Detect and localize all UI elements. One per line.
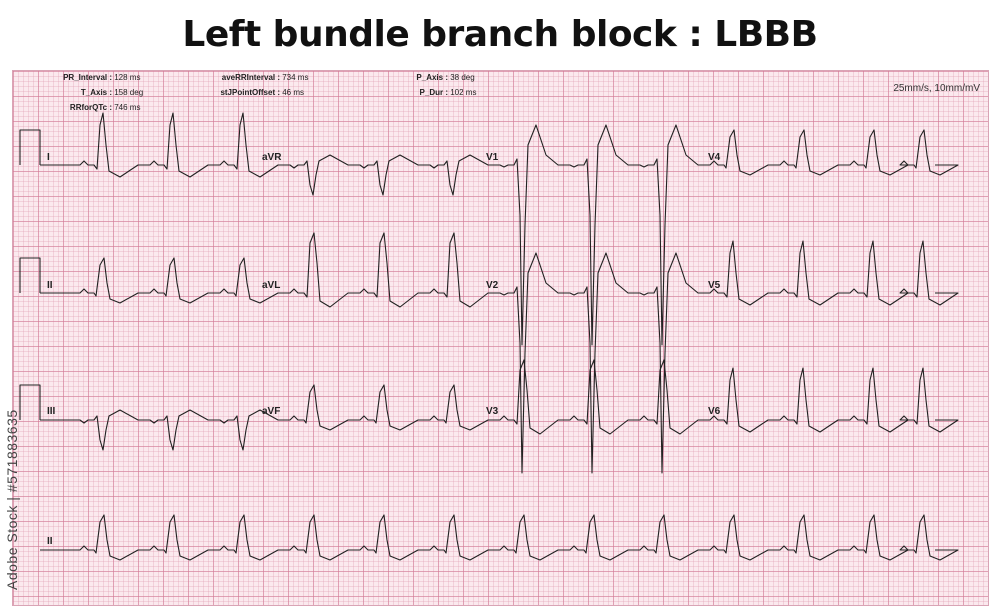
lead-label-avr: aVR [262,152,282,163]
lead-label-i: I [47,152,50,163]
lead-label-iii: III [47,406,56,417]
lead-label-avl: aVL [262,280,281,291]
lead-label-avf: aVF [262,406,281,417]
lead-label-v4: V4 [708,152,721,163]
ecg-trace-row-2 [40,232,959,474]
measurement-pr-interval: PR_Interval : 128 ms [63,73,141,82]
lead-label-v2: V2 [486,280,499,291]
ecg-trace-row-1 [40,112,959,346]
paper-speed-label: 25mm/s, 10mm/mV [893,83,980,94]
measurement-st-j-point-offset: stJPointOffset : 46 ms [220,88,305,97]
measurement-p-dur: P_Dur : 102 ms [419,88,477,97]
calibration-pulse [19,129,41,165]
lead-label-v6: V6 [708,406,721,417]
calibration-pulse [19,257,41,293]
measurement-t-axis: T_Axis : 158 deg [80,88,144,97]
ecg-paper [12,70,989,606]
page-title: Left bundle branch block : LBBB [182,14,818,55]
ecg-trace-row-3 [40,359,959,451]
ecg-trace-row-4-rhythm [40,514,959,561]
lead-label-v1: V1 [486,152,499,163]
measurement-p-axis: P_Axis : 38 deg [416,73,475,82]
measurement-rr-for-qtc: RRforQTc : 746 ms [69,103,141,112]
calibration-pulse [19,384,41,420]
lead-label-rhythm-ii: II [47,536,53,547]
stock-watermark: Adobe Stock | #571883635 [4,409,20,590]
lead-label-v5: V5 [708,280,721,291]
lead-label-ii: II [47,280,53,291]
lead-label-v3: V3 [486,406,499,417]
measurement-ave-rr-interval: aveRRInterval : 734 ms [221,73,309,82]
